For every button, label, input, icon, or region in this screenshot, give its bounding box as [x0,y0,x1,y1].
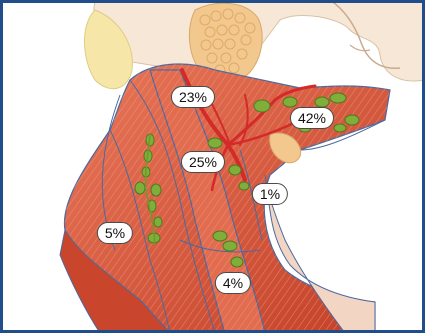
label-1-percent: 1% [252,183,288,205]
label-25-percent: 25% [181,151,225,173]
label-5-percent: 5% [97,222,133,244]
label-42-percent: 42% [290,107,334,129]
label-23-percent: 23% [171,86,215,108]
label-4-percent: 4% [215,272,251,294]
